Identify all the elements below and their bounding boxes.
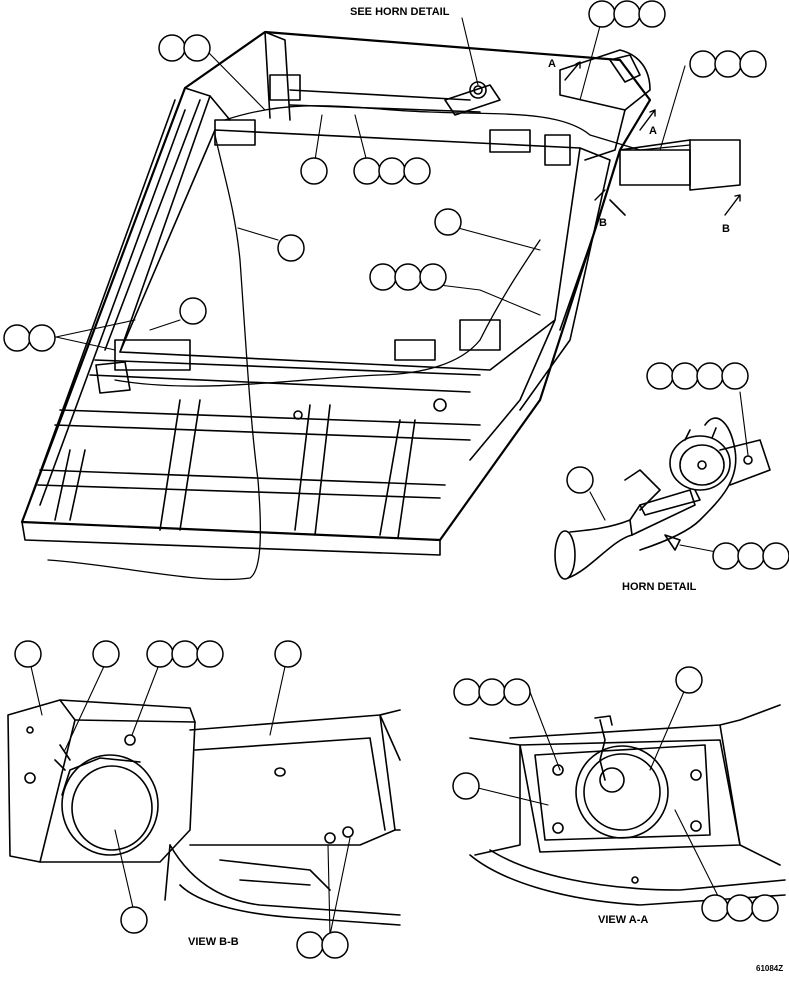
see-horn-detail-label: SEE HORN DETAIL: [350, 6, 450, 18]
callout-bubble: [503, 678, 531, 706]
section-b-label-2: B: [722, 223, 730, 235]
callout-bubble: [158, 34, 186, 62]
callout-bubble: [689, 50, 717, 78]
callout-bubble: [300, 157, 328, 185]
callout-bubble: [638, 0, 666, 28]
section-b-label-1: B: [599, 217, 607, 229]
callout-bubble: [762, 542, 789, 570]
callout-bubble: [588, 0, 616, 28]
callout-bubble: [14, 640, 42, 668]
callout-bubble: [321, 931, 349, 959]
view-aa-title: VIEW A-A: [598, 914, 649, 926]
callout-bubble: [726, 894, 754, 922]
callout-bubble: [453, 678, 481, 706]
callout-bubble: [183, 34, 211, 62]
section-arrows: [564, 61, 741, 216]
callout-bubble: [434, 208, 462, 236]
horn-detail-title: HORN DETAIL: [622, 581, 697, 593]
callout-bubble: [92, 640, 120, 668]
callout-bubble: [296, 931, 324, 959]
callout-bubble: [701, 894, 729, 922]
callout-bubble: [3, 324, 31, 352]
callout-bubble: [369, 263, 397, 291]
view-aa-drawing: [469, 679, 786, 906]
view-bb-title: VIEW B-B: [188, 936, 239, 948]
cab-roof-frame: [20, 30, 652, 556]
callout-bubble: [403, 157, 431, 185]
callout-bubble: [419, 263, 447, 291]
roof-components: [95, 74, 571, 420]
figure-id-label: 61084Z: [756, 964, 784, 973]
callout-bubble: [378, 157, 406, 185]
callout-bubble: [751, 894, 779, 922]
callout-bubble: [452, 772, 480, 800]
callout-bubble: [739, 50, 767, 78]
callout-bubble: [274, 640, 302, 668]
callout-bubble: [737, 542, 765, 570]
section-a-label-2: A: [649, 125, 657, 137]
callout-bubble: [196, 640, 224, 668]
wiring-harness: [47, 105, 691, 581]
callout-bubble: [714, 50, 742, 78]
callout-bubble: [675, 666, 703, 694]
callout-bubble: [646, 362, 674, 390]
callout-bubble: [566, 466, 594, 494]
callout-bubble: [353, 157, 381, 185]
callout-bubble: [671, 362, 699, 390]
callout-bubble: [478, 678, 506, 706]
callout-bubble: [146, 640, 174, 668]
callout-bubble: [171, 640, 199, 668]
callout-bubble: [613, 0, 641, 28]
rear-housing: [559, 49, 741, 216]
view-bb-drawing: [7, 661, 401, 936]
callout-bubble: [696, 362, 724, 390]
callout-bubbles: [3, 0, 789, 959]
callout-bubble: [721, 362, 749, 390]
callout-bubble: [394, 263, 422, 291]
callout-bubble: [712, 542, 740, 570]
callout-bubble: [120, 906, 148, 934]
section-a-label-1: A: [548, 58, 556, 70]
callout-bubble: [28, 324, 56, 352]
callout-bubble: [179, 297, 207, 325]
callout-bubble: [277, 234, 305, 262]
horn-detail-drawing: [554, 391, 771, 580]
